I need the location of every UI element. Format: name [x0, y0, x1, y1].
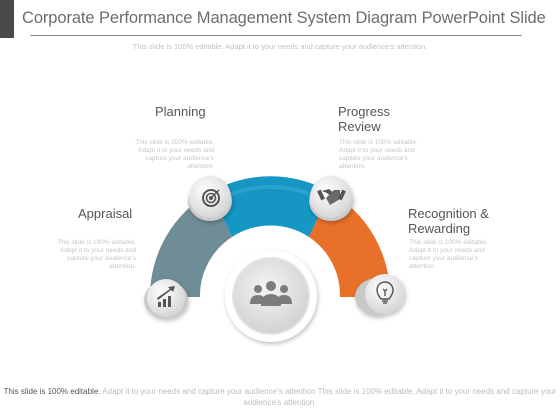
label-recognition: Recognition & Rewarding	[408, 206, 489, 236]
footer-text: This slide is 100% editable. Adapt it to…	[0, 386, 560, 408]
label-appraisal: Appraisal	[78, 206, 133, 221]
subtitle: This slide is 100% editable. Adapt it to…	[132, 42, 428, 51]
center-node	[225, 250, 317, 342]
desc-recognition: This slide is 100% editable. Adapt it to…	[409, 239, 488, 270]
corner-accent	[0, 0, 14, 38]
footer-bold: This slide is 100% editable.	[3, 387, 101, 396]
target-icon	[202, 189, 220, 207]
desc-appraisal: This slide is 100% editable. Adapt it to…	[57, 239, 136, 270]
desc-progress: This slide is 100% editable. Adapt it to…	[339, 139, 418, 170]
bar-chart-arrow-icon	[157, 286, 175, 307]
lightbulb-icon	[376, 281, 394, 304]
handshake-icon	[317, 189, 346, 205]
footer-body: Adapt it to your needs and capture your …	[102, 387, 557, 407]
desc-planning: This slide is 100% editable. Adapt it to…	[135, 139, 214, 170]
label-progress: Progress Review	[338, 104, 391, 134]
page-title: Corporate Performance Management System …	[22, 9, 546, 27]
team-icon	[250, 281, 292, 306]
title-divider	[30, 35, 522, 36]
label-planning: Planning	[155, 104, 206, 119]
